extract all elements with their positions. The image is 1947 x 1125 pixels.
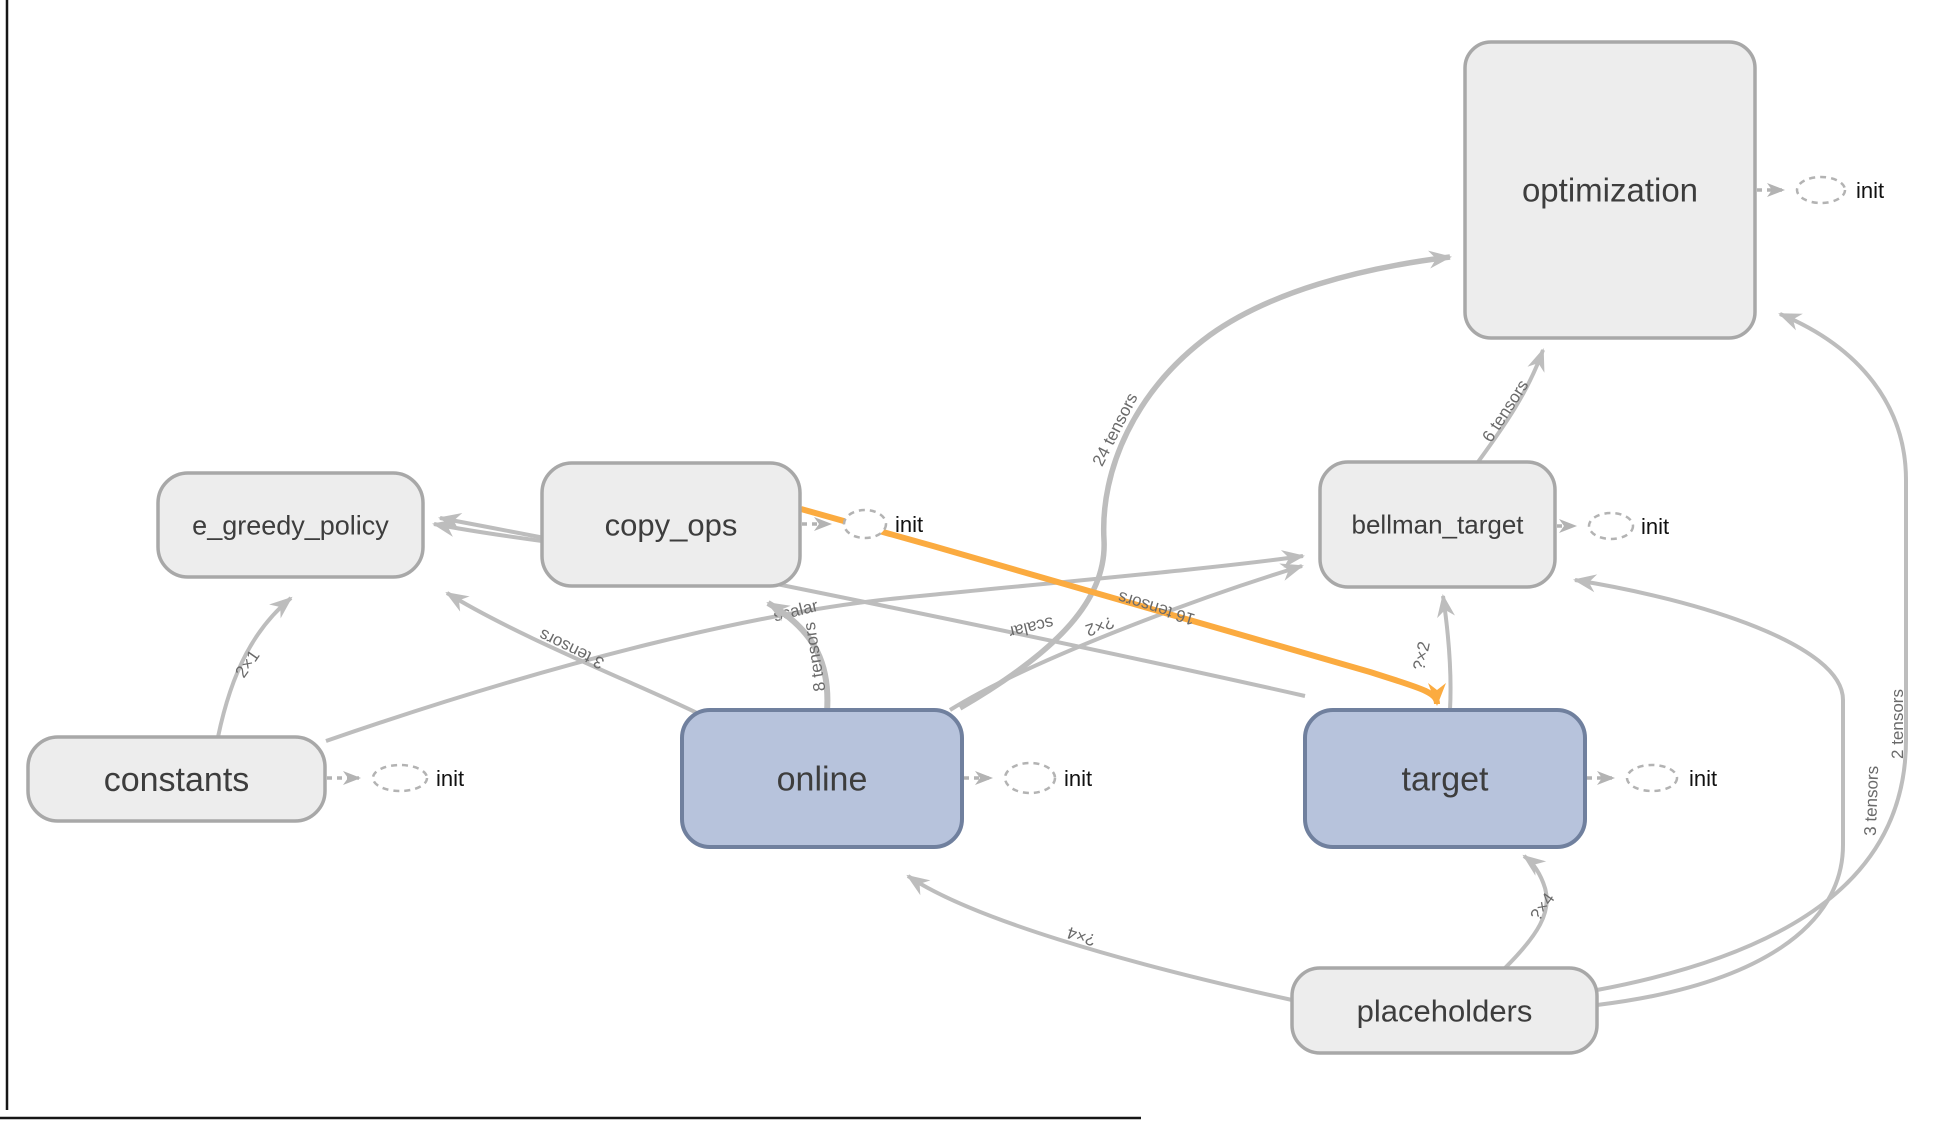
edge-line bbox=[1476, 348, 1545, 464]
init-ellipse-target[interactable] bbox=[1625, 763, 1679, 793]
edge-line bbox=[216, 596, 293, 738]
init-label: init bbox=[1064, 766, 1092, 791]
edge-line bbox=[445, 591, 698, 715]
edge-line bbox=[1503, 854, 1549, 970]
init-group-target[interactable]: init bbox=[1587, 763, 1717, 793]
node-label-online: online bbox=[777, 760, 868, 798]
edge-placeholders-to-target[interactable]: ?×4 bbox=[1503, 854, 1559, 970]
node-label-placeholders: placeholders bbox=[1357, 993, 1533, 1028]
edge-bellman_target-to-optimization[interactable]: 6 tensors bbox=[1476, 348, 1545, 464]
init-ellipse-bellman_target[interactable] bbox=[1587, 511, 1635, 541]
edge-label: 2 tensors bbox=[1888, 689, 1907, 759]
node-copy_ops[interactable]: copy_ops bbox=[540, 461, 802, 588]
edge-placeholders-to-bellman_target[interactable]: 3 tensors bbox=[1573, 574, 1882, 1007]
node-shape-constants[interactable] bbox=[26, 735, 327, 823]
init-label: init bbox=[1641, 514, 1669, 539]
node-label-e_greedy_policy: e_greedy_policy bbox=[192, 510, 389, 540]
node-label-constants: constants bbox=[104, 761, 250, 799]
reference-edge-line bbox=[800, 506, 1446, 706]
init-label: init bbox=[1689, 766, 1717, 791]
node-shape-bellman_target[interactable] bbox=[1318, 460, 1557, 589]
edge-label: 16 tensors bbox=[1116, 588, 1197, 629]
node-shape-online[interactable] bbox=[680, 708, 964, 849]
init-group-optimization[interactable]: init bbox=[1757, 175, 1884, 205]
node-label-copy_ops: copy_ops bbox=[605, 507, 738, 542]
edge-label: ?×4 bbox=[1526, 890, 1558, 925]
node-label-optimization: optimization bbox=[1522, 172, 1698, 209]
edge-label: ?×4 bbox=[1065, 923, 1098, 950]
edge-label: 6 tensors bbox=[1478, 377, 1532, 446]
node-optimization[interactable]: optimization bbox=[1463, 40, 1757, 340]
node-shape-e_greedy_policy[interactable] bbox=[156, 471, 425, 579]
edge-label: 3 tensors bbox=[1861, 766, 1882, 837]
init-ellipse-constants[interactable] bbox=[371, 763, 429, 793]
edge-line bbox=[325, 550, 1305, 743]
edge-line bbox=[1596, 312, 1908, 992]
node-shape-copy_ops[interactable] bbox=[540, 461, 802, 588]
node-target[interactable]: target bbox=[1303, 708, 1587, 849]
init-label: init bbox=[1856, 178, 1884, 203]
edge-label: ?×2 bbox=[1409, 640, 1434, 672]
init-group-bellman_target[interactable]: init bbox=[1557, 511, 1669, 541]
node-label-bellman_target: bellman_target bbox=[1352, 510, 1525, 540]
edge-placeholders-to-optimization[interactable]: 2 tensors bbox=[1596, 312, 1908, 992]
init-label: init bbox=[895, 512, 923, 537]
init-group-online[interactable]: init bbox=[964, 761, 1092, 795]
init-ellipse-copy_ops[interactable] bbox=[842, 508, 888, 540]
edge-placeholders-to-online[interactable]: ?×4 bbox=[906, 874, 1293, 1002]
edge-line bbox=[906, 874, 1293, 1002]
init-group-copy_ops[interactable]: init bbox=[802, 508, 923, 540]
node-placeholders[interactable]: placeholders bbox=[1290, 966, 1599, 1055]
edge-online-to-e_greedy_policy[interactable]: 3 tensors bbox=[445, 591, 698, 715]
node-shape-target[interactable] bbox=[1303, 708, 1587, 849]
node-constants[interactable]: constants bbox=[26, 735, 327, 823]
init-ellipse-optimization[interactable] bbox=[1795, 175, 1847, 205]
node-bellman_target[interactable]: bellman_target bbox=[1318, 460, 1557, 589]
edge-line bbox=[958, 250, 1452, 711]
edge-line bbox=[766, 600, 831, 713]
edge-label: ?×2 bbox=[1083, 613, 1116, 640]
node-e_greedy_policy[interactable]: e_greedy_policy bbox=[156, 471, 425, 579]
init-label: init bbox=[436, 766, 464, 791]
edge-constants-to-e_greedy_policy[interactable]: 2×1 bbox=[216, 596, 293, 738]
node-shape-optimization[interactable] bbox=[1463, 40, 1757, 340]
edge-label: 8 tensors bbox=[800, 621, 830, 693]
init-group-constants[interactable]: init bbox=[327, 763, 464, 793]
node-online[interactable]: online bbox=[680, 708, 964, 849]
node-label-target: target bbox=[1402, 760, 1489, 798]
edge-label: scalar bbox=[1007, 613, 1056, 642]
edge-line bbox=[1437, 594, 1455, 711]
edge-line bbox=[1573, 574, 1845, 1007]
node-shape-placeholders[interactable] bbox=[1290, 966, 1599, 1055]
init-ellipse-online[interactable] bbox=[1003, 761, 1057, 795]
